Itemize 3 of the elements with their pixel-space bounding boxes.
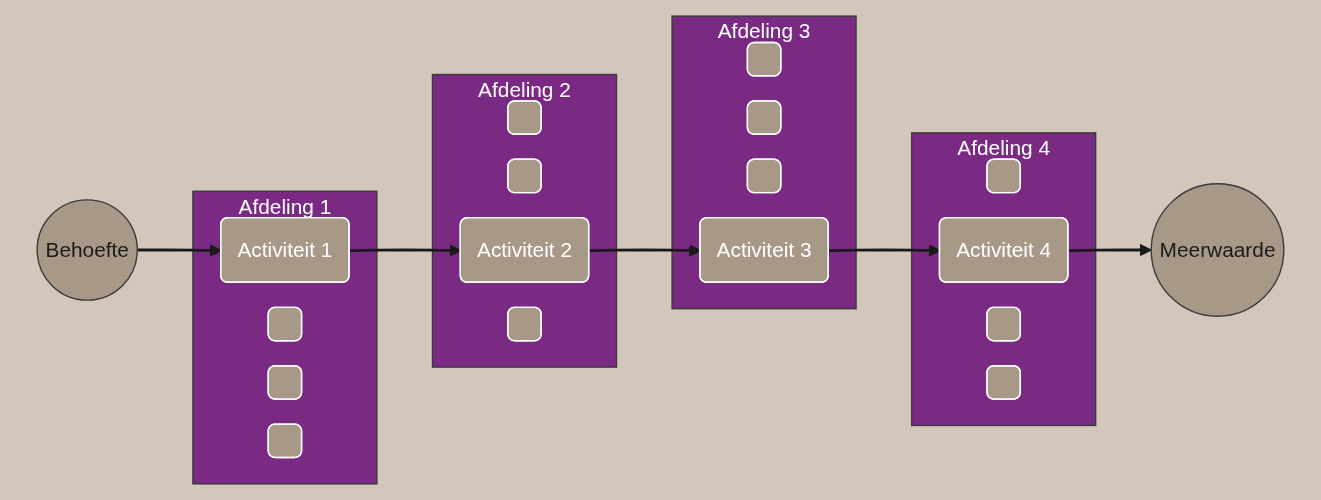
node-circle: Behoefte [36, 199, 138, 301]
arrow [1068, 243, 1152, 257]
node-circle: Meerwaarde [1150, 183, 1285, 317]
